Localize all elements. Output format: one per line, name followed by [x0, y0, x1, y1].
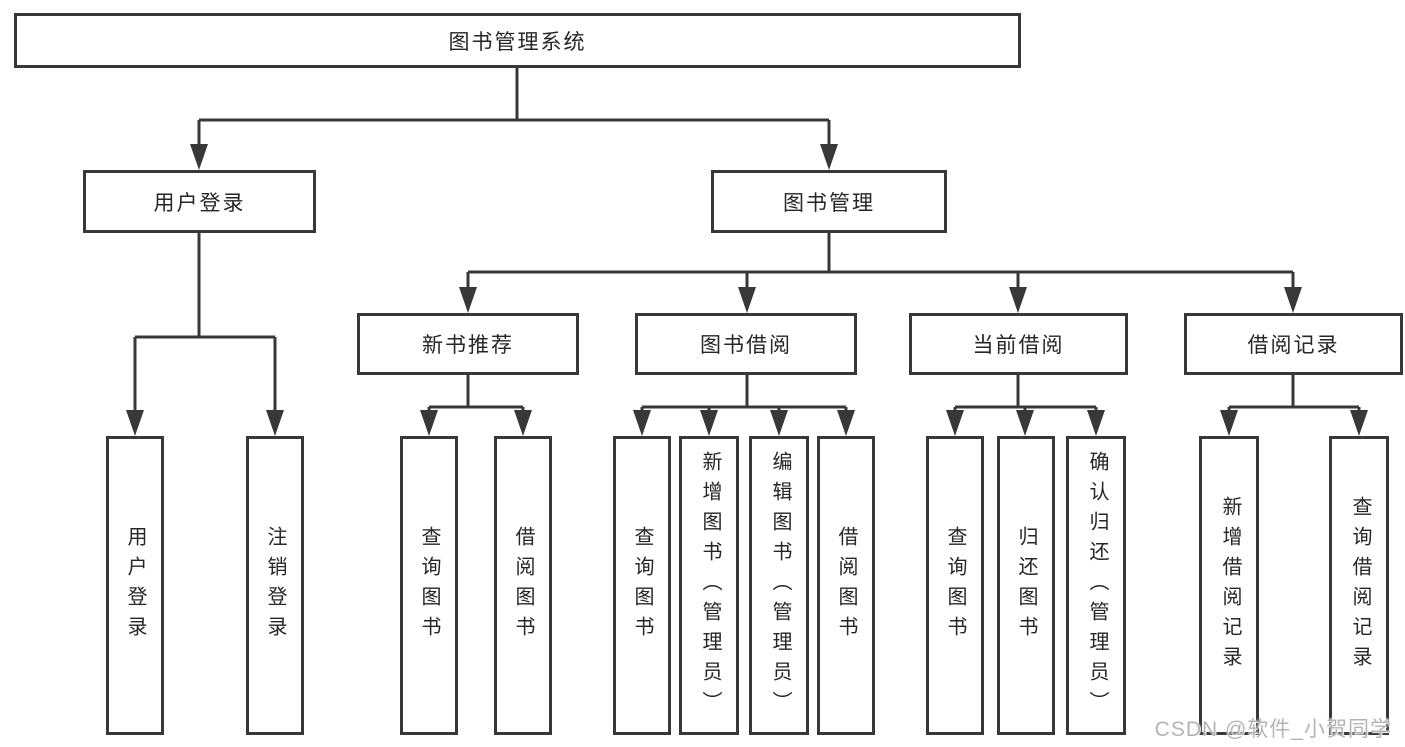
node-borrowing-records: 借阅记录 — [1184, 313, 1403, 375]
csdn-watermark: CSDN @软件_小贺同学 — [1154, 718, 1392, 741]
node-user-login-branch: 用户登录 — [83, 170, 316, 233]
node-edit-book-admin: 编辑图书（管理员） — [749, 436, 809, 735]
node-book-management-branch: 图书管理 — [711, 170, 947, 233]
node-current-borrowing: 当前借阅 — [909, 313, 1128, 375]
node-library-management-system: 图书管理系统 — [14, 13, 1021, 68]
node-borrow-book-recommend: 借阅图书 — [494, 436, 552, 735]
node-borrow-book-borrowing: 借阅图书 — [817, 436, 875, 735]
node-add-book-admin: 新增图书（管理员） — [679, 436, 739, 735]
node-add-borrow-record: 新增借阅记录 — [1199, 436, 1259, 735]
node-logout-leaf: 注销登录 — [246, 436, 304, 735]
node-user-login-leaf: 用户登录 — [106, 436, 164, 735]
node-confirm-return-admin: 确认归还（管理员） — [1066, 436, 1126, 735]
node-query-books-recommend: 查询图书 — [400, 436, 458, 735]
node-query-borrow-record: 查询借阅记录 — [1329, 436, 1389, 735]
node-return-book: 归还图书 — [997, 436, 1055, 735]
node-book-borrowing: 图书借阅 — [635, 313, 857, 375]
node-new-book-recommend: 新书推荐 — [357, 313, 579, 375]
node-query-books-current: 查询图书 — [926, 436, 984, 735]
node-query-books-borrowing: 查询图书 — [613, 436, 671, 735]
